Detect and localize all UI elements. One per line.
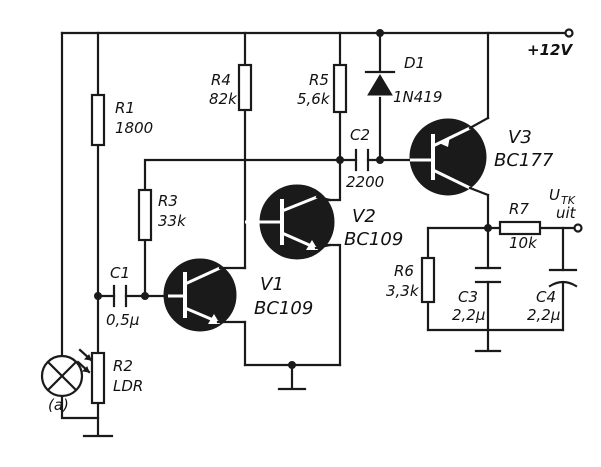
output-terminal <box>573 223 583 233</box>
wiring <box>60 31 577 437</box>
resistor-r3 <box>137 188 153 242</box>
feedback-line <box>143 158 342 298</box>
junction-dot <box>336 156 344 164</box>
output-label: U TK uit <box>549 186 577 222</box>
c1-value: 0,5µ <box>106 311 139 329</box>
junction-dot <box>94 292 102 300</box>
r5-name: R5 <box>309 71 329 89</box>
capacitor-c1 <box>112 284 128 308</box>
junctions <box>94 29 492 369</box>
junction-dot <box>484 224 492 232</box>
d1-name: D1 <box>404 54 425 72</box>
resistor-r7 <box>498 220 542 236</box>
junction-dot <box>141 292 149 300</box>
v2-emitter-wire <box>326 243 342 367</box>
c4-name: C4 <box>536 288 556 306</box>
c2-name: C2 <box>350 126 370 144</box>
transistor-v1 <box>163 258 247 332</box>
r6-value: 3,3k <box>386 282 420 300</box>
r3-name: R3 <box>158 192 178 210</box>
output-label-main: U <box>549 186 560 204</box>
r1-name: R1 <box>115 99 135 117</box>
v2-collector-wire <box>326 158 342 202</box>
d1-value: 1N419 <box>393 88 442 106</box>
v1-name: V1 <box>260 274 284 295</box>
diode-d1 <box>364 70 396 96</box>
supply-terminal <box>564 28 574 38</box>
ldr-r2 <box>76 348 106 405</box>
junction-dot <box>376 29 384 37</box>
lamp-label: (a) <box>48 396 69 414</box>
r2-name: R2 <box>113 357 133 375</box>
output-label-second: uit <box>556 204 577 222</box>
v2-name: V2 <box>352 206 376 227</box>
junction-dot <box>288 361 296 369</box>
resistor-r6 <box>420 256 436 304</box>
r6-name: R6 <box>394 262 414 280</box>
transistor-v3 <box>409 116 490 197</box>
v3-name: V3 <box>508 127 532 148</box>
junction-dot <box>376 156 384 164</box>
supply-label: +12V <box>527 41 573 59</box>
c2-value: 2200 <box>346 173 384 191</box>
lamp-icon <box>40 354 84 398</box>
c4-value: 2,2µ <box>527 306 560 324</box>
c3-value: 2,2µ <box>452 306 485 324</box>
r4-name: R4 <box>211 71 231 89</box>
resistor-r4 <box>237 63 253 112</box>
v2-type: BC109 <box>344 229 403 250</box>
capacitor-c2 <box>354 148 370 172</box>
r3-value: 33k <box>158 212 187 230</box>
c1-name: C1 <box>110 264 130 282</box>
c3-name: C3 <box>458 288 478 306</box>
r5-value: 5,6k <box>297 90 331 108</box>
output-label-sub: TK <box>561 194 576 207</box>
resistor-r5 <box>332 63 348 114</box>
capacitor-c3 <box>474 266 502 284</box>
v1-type: BC109 <box>254 298 313 319</box>
r1-value: 1800 <box>115 119 153 137</box>
capacitor-c4 <box>548 268 578 288</box>
resistor-r1 <box>90 93 106 147</box>
r4-value: 82k <box>209 90 238 108</box>
lamp-ground-wire <box>60 395 100 420</box>
r7-name: R7 <box>509 200 529 218</box>
r2-value: LDR <box>113 377 143 395</box>
v3-type: BC177 <box>494 150 554 171</box>
transistor-v2 <box>245 184 335 260</box>
r7-value: 10k <box>509 234 538 252</box>
